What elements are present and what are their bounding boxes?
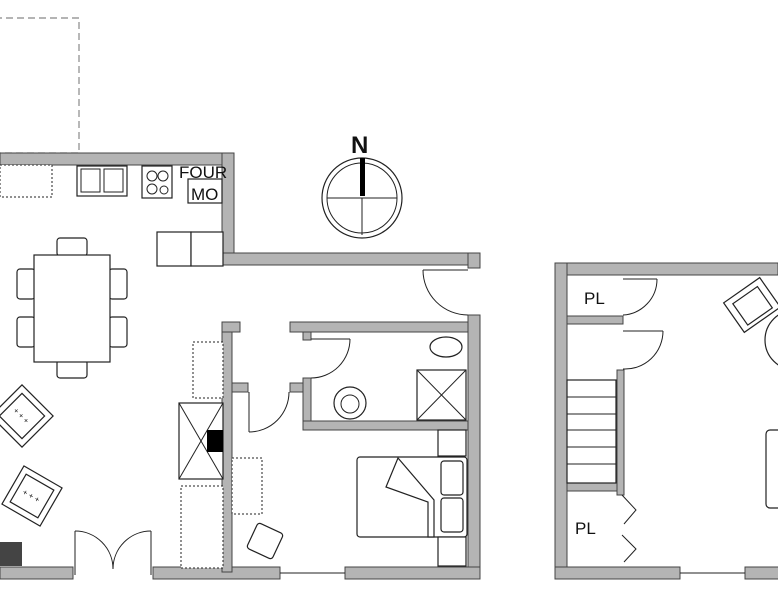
- staircase: [566, 379, 617, 484]
- round-table: [764, 314, 778, 366]
- stove: [141, 165, 173, 199]
- closet-door[interactable]: [622, 330, 664, 370]
- closet-label: PL: [584, 289, 605, 308]
- oven-label-four: FOUR: [179, 163, 227, 182]
- kitchen-cabinet: [0, 164, 53, 198]
- kitchen: FOUR MO: [0, 163, 227, 267]
- armchair: [722, 276, 778, 334]
- armchair: + + +: [0, 384, 54, 448]
- sofa: [765, 429, 778, 509]
- folding-closet-door[interactable]: [621, 494, 637, 563]
- terrace-outline: [0, 17, 80, 154]
- bed: [356, 456, 468, 538]
- closet-door[interactable]: [622, 278, 658, 316]
- counter-block: [156, 231, 192, 267]
- bathroom-door[interactable]: [310, 338, 351, 379]
- right-unit-walls: [554, 262, 778, 580]
- dining-table: [33, 254, 111, 363]
- toilet: [429, 336, 463, 358]
- north-compass: N: [321, 132, 403, 239]
- bedroom-door[interactable]: [248, 391, 290, 433]
- dining-table-set: [16, 237, 128, 379]
- north-label: N: [351, 132, 368, 159]
- oven: [187, 178, 223, 204]
- bedroom-furniture: [231, 429, 468, 567]
- door[interactable]: [422, 269, 469, 316]
- washbasin: [333, 386, 367, 420]
- armchair: + + +: [1, 465, 63, 527]
- left-unit-walls: [0, 152, 481, 580]
- entrance-double-door[interactable]: [74, 530, 152, 575]
- closet-label: PL: [575, 519, 596, 538]
- storage-cabinets: [178, 341, 224, 569]
- bathroom-fixtures: [333, 336, 467, 421]
- sink: [76, 165, 128, 197]
- chair: [246, 522, 284, 560]
- fireplace: [0, 542, 22, 566]
- oven-label-mo: MO: [191, 185, 218, 204]
